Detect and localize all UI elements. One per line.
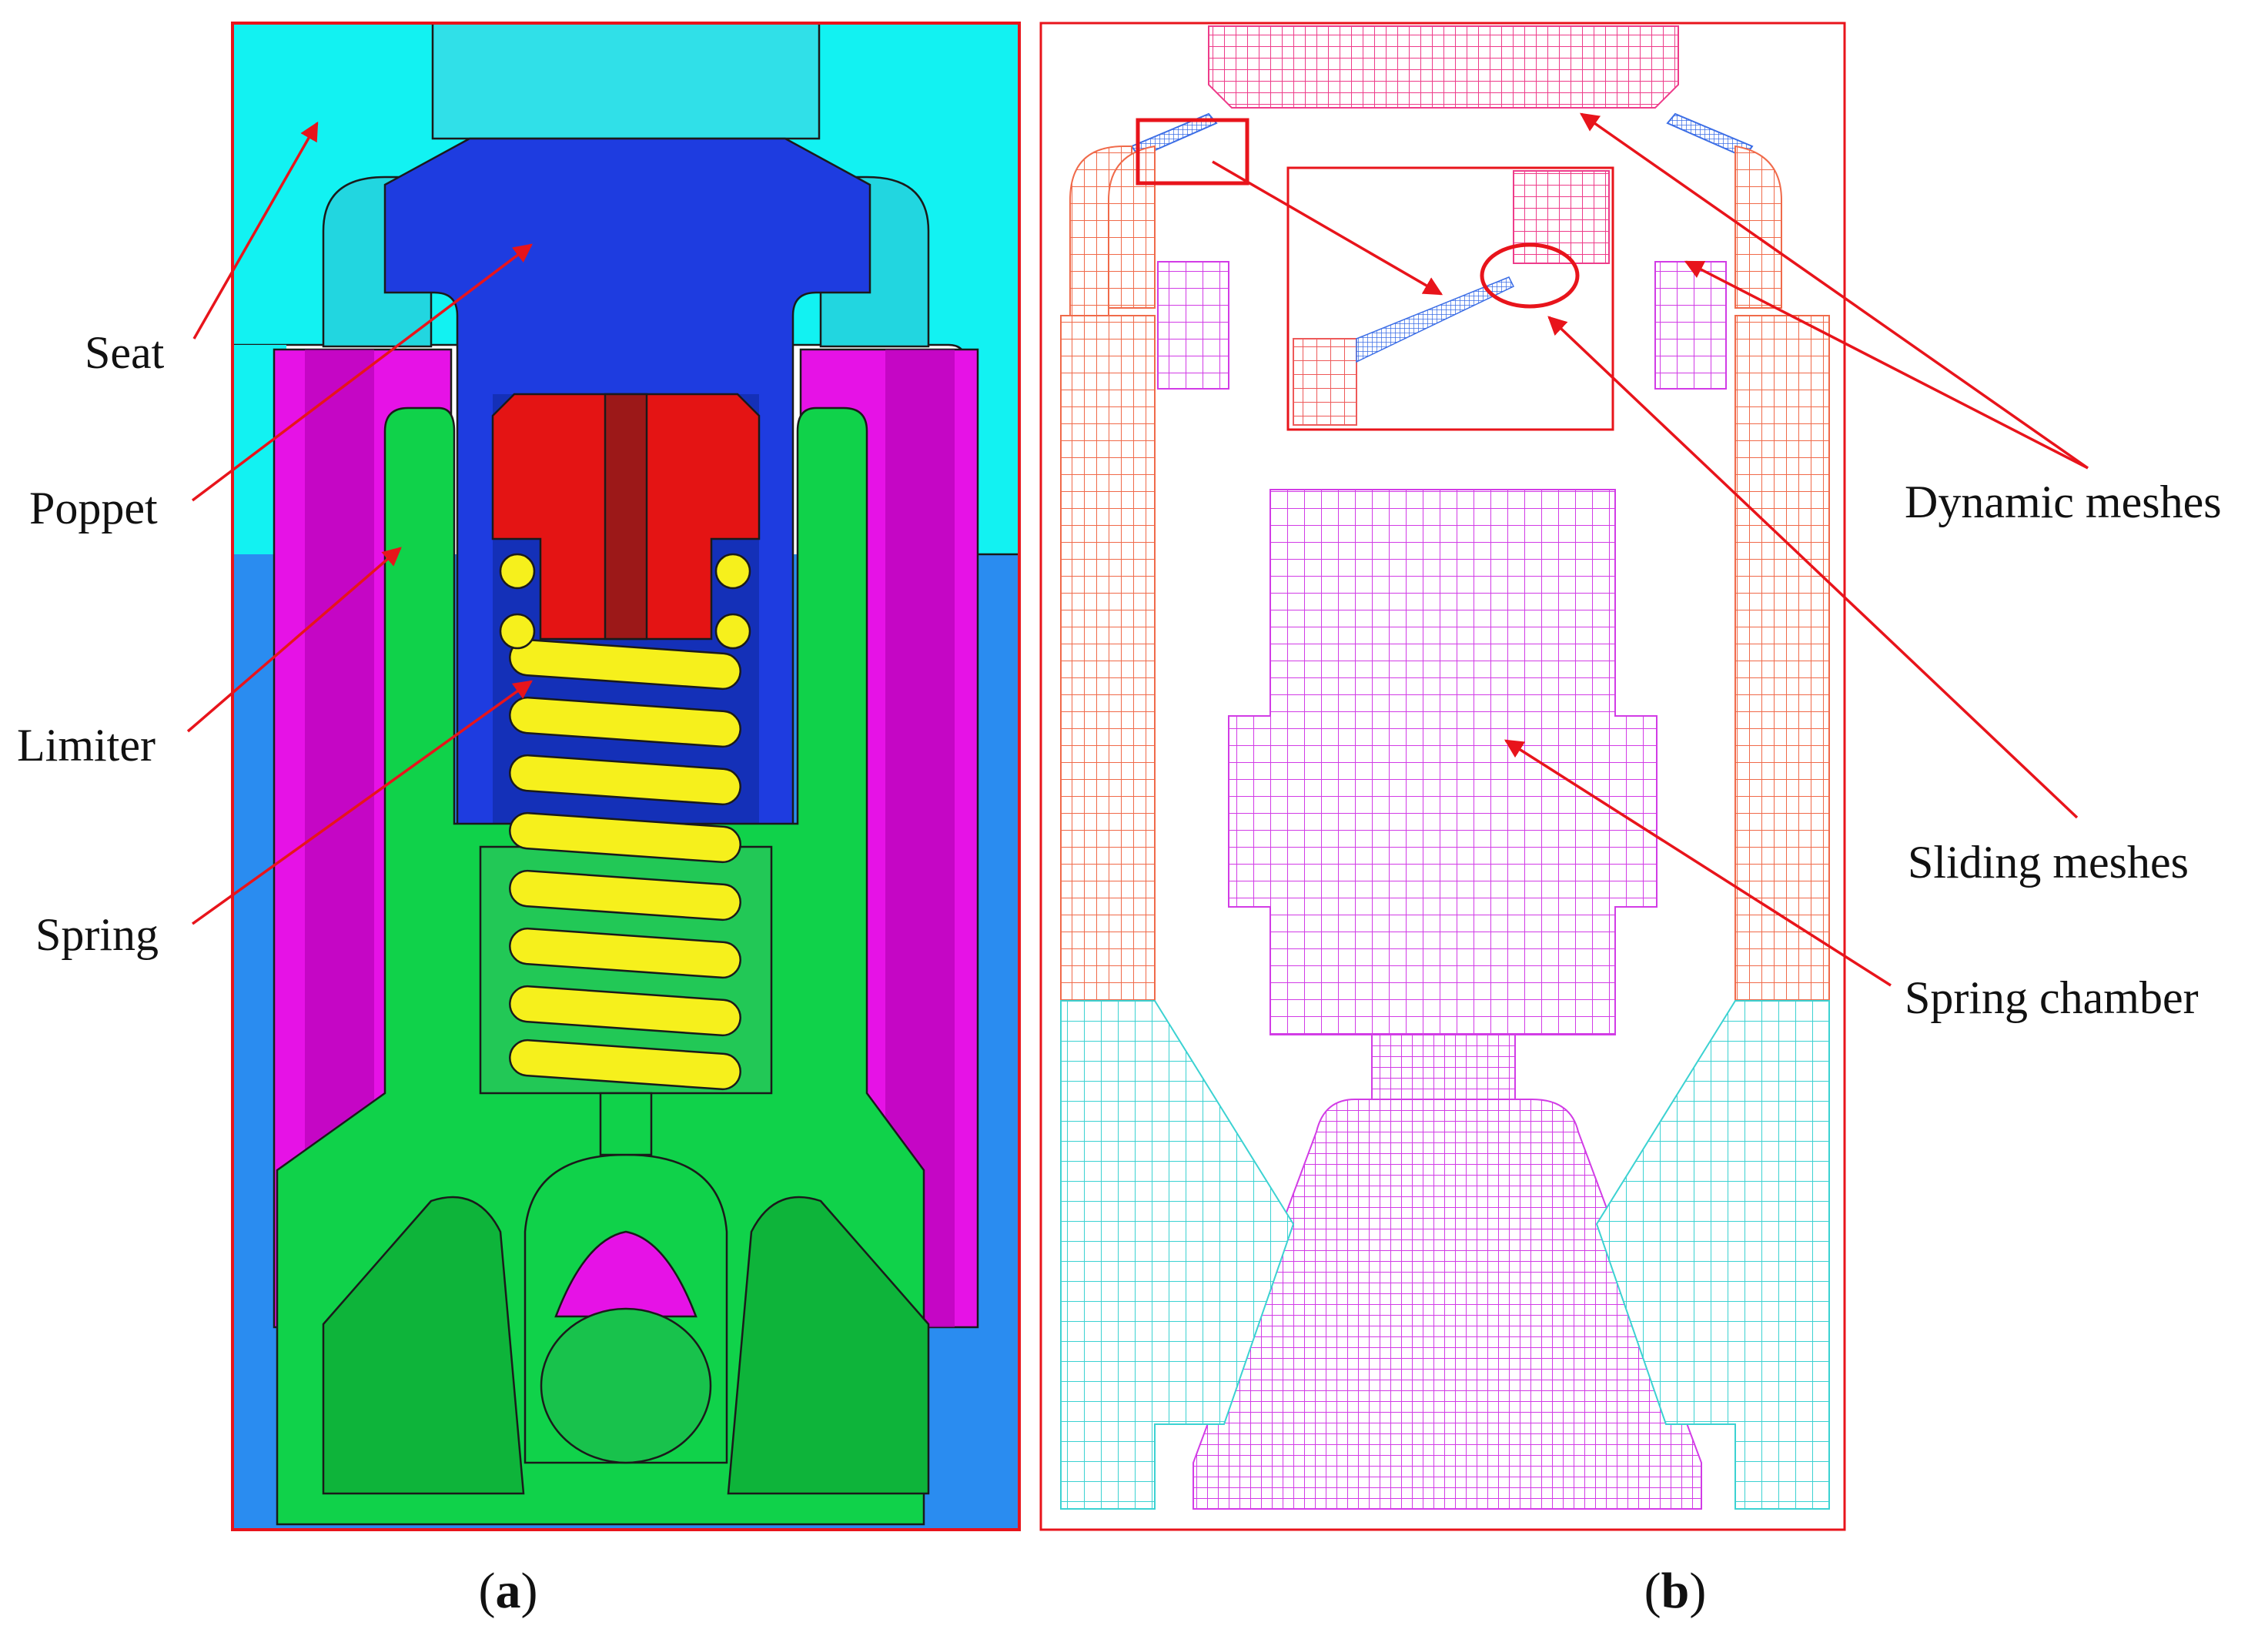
- leader-dynamic-1: [1579, 112, 2089, 470]
- mesh-annulus-right: [1734, 315, 1830, 1002]
- mesh-side-block-right: [1654, 261, 1727, 390]
- leader-lines: [186, 112, 2089, 987]
- label-spring-chamber: Spring chamber: [1905, 972, 2199, 1023]
- spring-coils: [499, 553, 751, 1091]
- mesh-top-dynamic: [1208, 25, 1679, 109]
- label-poppet: Poppet: [29, 483, 158, 534]
- labels: Seat Poppet Limiter Spring Dynamic meshe…: [17, 327, 2222, 1023]
- label-spring: Spring: [35, 909, 159, 960]
- leader-limiter: [186, 547, 402, 733]
- leader-dynamic-2: [1684, 260, 2089, 470]
- mesh-spring-chamber: [1228, 489, 1658, 1035]
- label-seat: Seat: [85, 327, 165, 378]
- leader-spring-chamber: [1504, 739, 1892, 987]
- caption-b: (b): [1644, 1563, 1707, 1619]
- panel-b: [1039, 22, 1846, 1531]
- mesh-cone: [1193, 1099, 1702, 1510]
- panel-a-frame: [231, 22, 1021, 1531]
- mesh-lower-right: [1595, 1000, 1830, 1510]
- leader-zoom: [1212, 160, 1443, 296]
- mesh-lower-left: [1060, 1000, 1295, 1510]
- leader-seat: [192, 121, 319, 340]
- port-left: [322, 1196, 525, 1495]
- seat-bore: [431, 23, 821, 140]
- label-limiter: Limiter: [17, 720, 156, 771]
- port-right: [727, 1196, 930, 1495]
- leader-sliding: [1547, 316, 2079, 819]
- caption-a: (a): [479, 1563, 538, 1619]
- panel-a: [231, 22, 1021, 1531]
- bulb-magenta: [554, 1230, 697, 1318]
- mesh-side-block-left: [1157, 261, 1229, 390]
- zoom-inset: [1286, 166, 1614, 431]
- leader-poppet: [191, 243, 533, 502]
- label-sliding-meshes: Sliding meshes: [1908, 837, 2189, 888]
- cap-thread: [604, 393, 648, 641]
- mesh-neck: [1371, 1034, 1516, 1100]
- label-dynamic-meshes: Dynamic meshes: [1905, 477, 2222, 527]
- sliding-interface-ring: [1480, 243, 1580, 309]
- zoom-source-box: [1136, 118, 1249, 186]
- leader-spring: [191, 680, 533, 925]
